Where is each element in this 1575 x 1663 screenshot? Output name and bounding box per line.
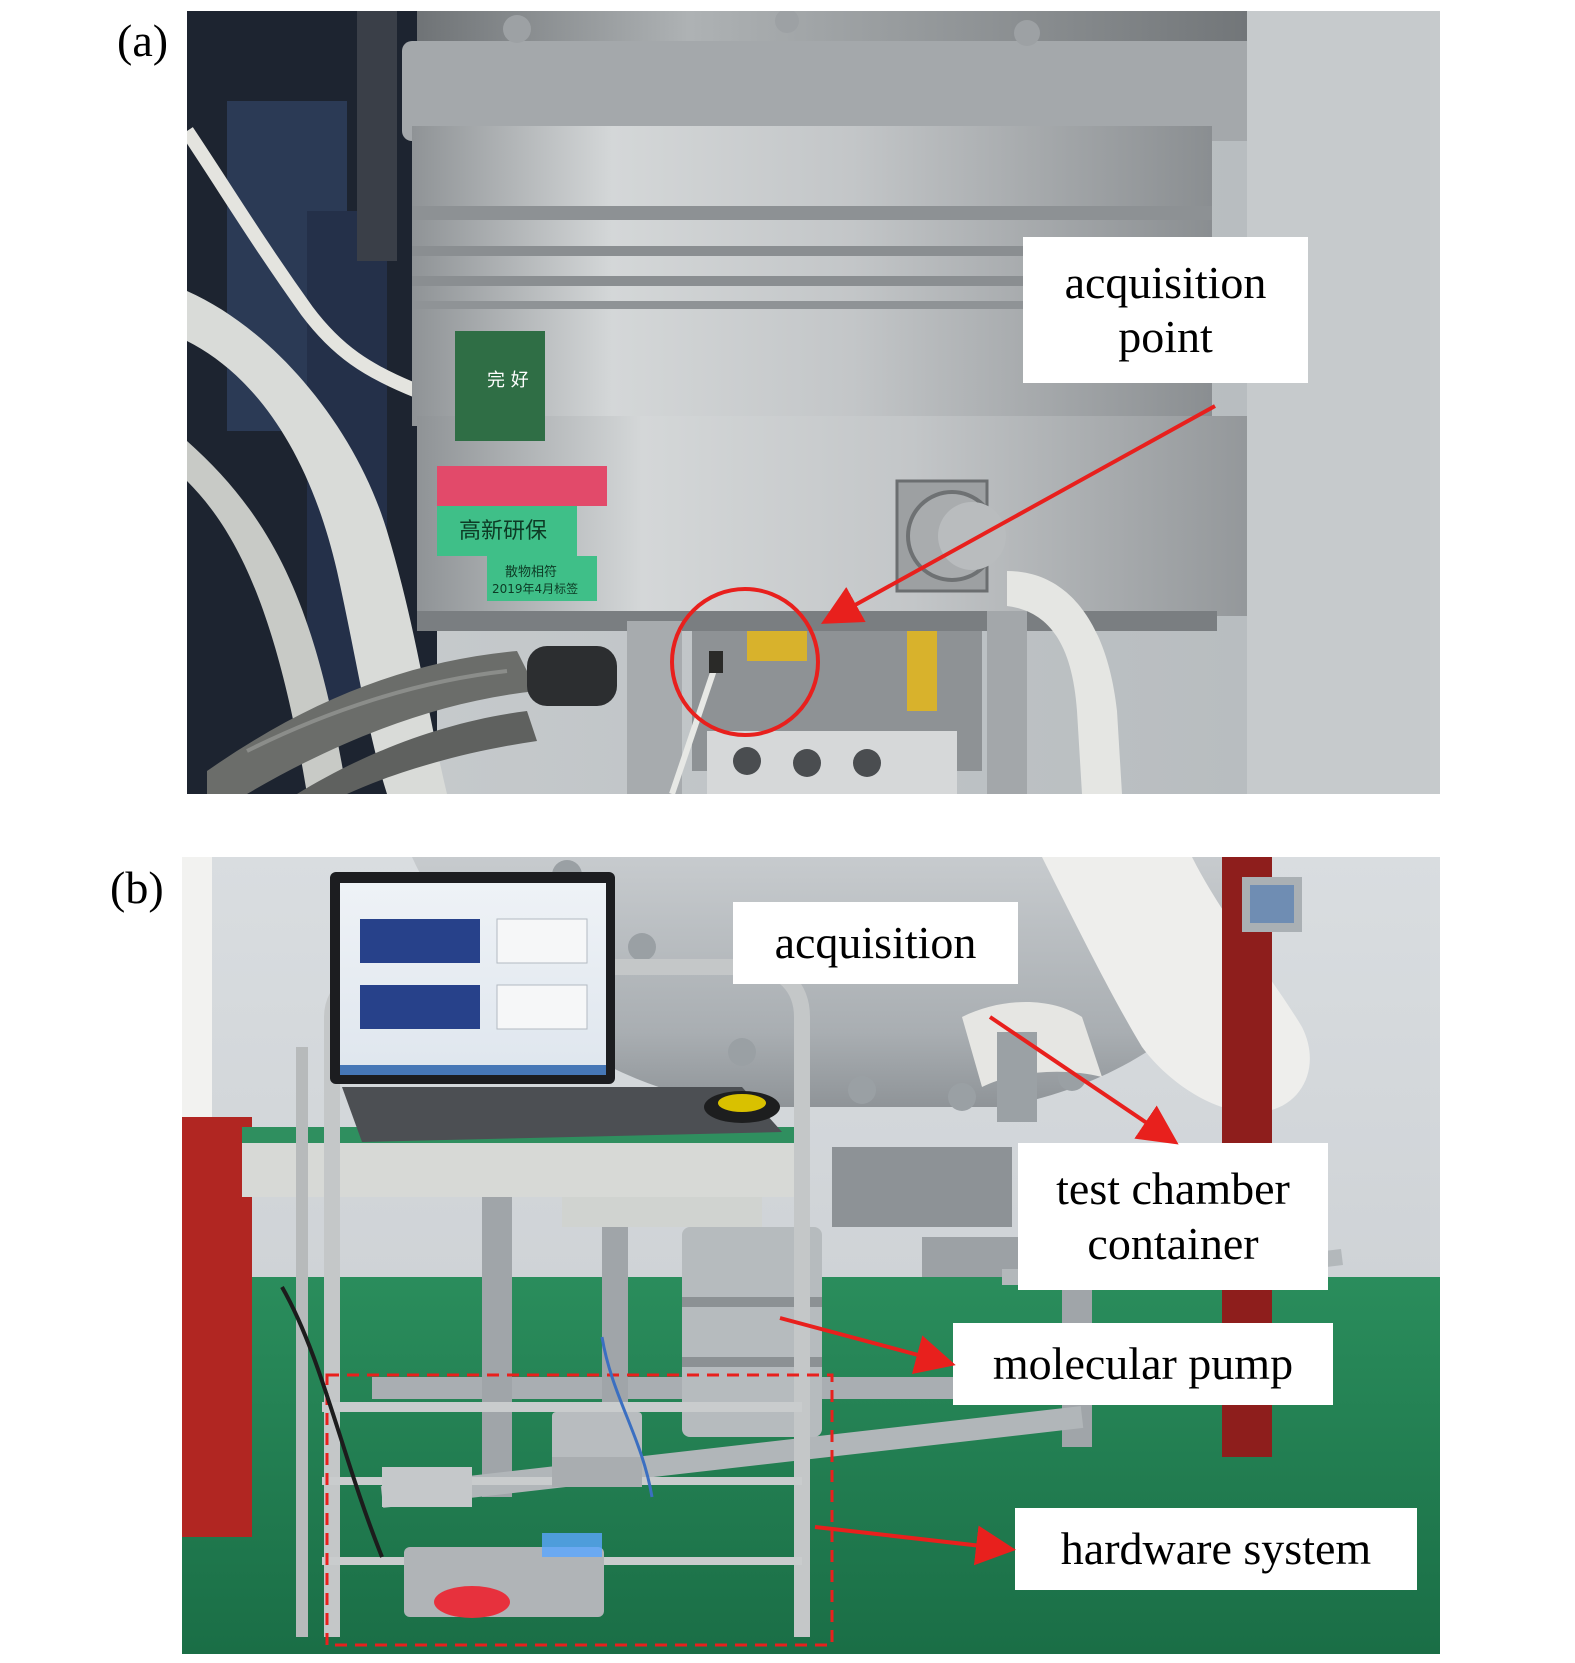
photo-molecular-pump-closeup: 完 好 高新研保 散物相符 2019年4月标签 (187, 11, 1440, 794)
sticker-text-intact: 完 好 (487, 370, 529, 391)
callout-hardware-system: hardware system (1015, 1508, 1417, 1590)
callout-test-chamber-line2: container (1087, 1217, 1259, 1269)
callout-test-chamber-container: test chamber container (1018, 1143, 1328, 1290)
callout-acquisition: acquisition (733, 902, 1018, 984)
callout-test-chamber-line1: test chamber (1056, 1163, 1290, 1215)
callout-acquisition-point: acquisition point (1023, 237, 1308, 383)
sticker-text-match: 散物相符 (505, 564, 557, 580)
sticker-text-research: 高新研保 (459, 519, 547, 544)
callout-molecular-pump: molecular pump (953, 1323, 1333, 1405)
panel-b-label: (b) (110, 862, 164, 913)
panel-a-label: (a) (117, 15, 169, 66)
callout-molecular-pump-line1: molecular pump (992, 1337, 1294, 1389)
callout-acquisition-point-line1: acquisition (1064, 256, 1267, 308)
callout-hardware-system-line1: hardware system (1060, 1522, 1372, 1574)
callout-acquisition-point-line2: point (1118, 311, 1213, 362)
sticker-text-date: 2019年4月标签 (492, 581, 578, 596)
callout-acquisition-line1: acquisition (774, 916, 977, 968)
